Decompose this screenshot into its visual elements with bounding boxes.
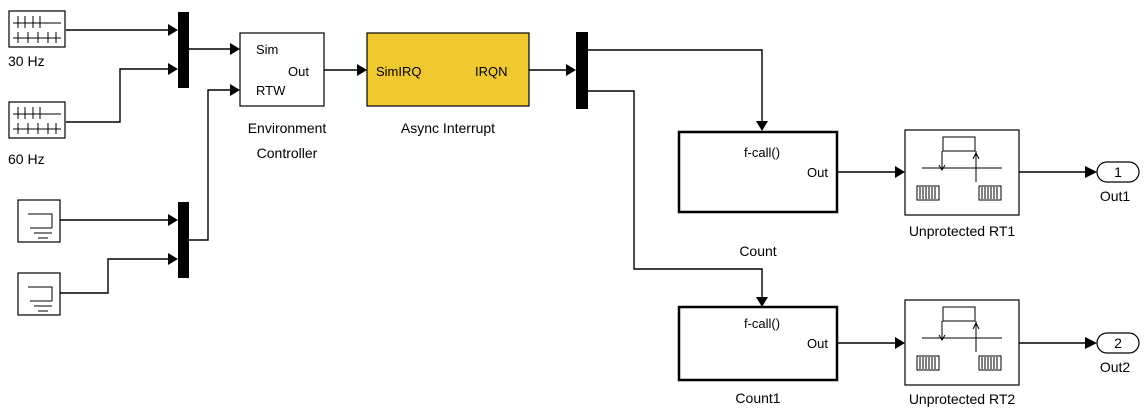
async-interrupt-label: Async Interrupt <box>401 120 495 136</box>
ground-block-2[interactable] <box>17 272 61 316</box>
clock-60hz-label: 60 Hz <box>8 151 45 167</box>
port-out-label: Out <box>288 64 309 79</box>
rate-transition-icon <box>916 306 1002 371</box>
async-interrupt-box <box>366 32 530 107</box>
port-rtw-label: RTW <box>256 83 286 98</box>
wire-60hz-to-mux <box>66 68 168 123</box>
outport-2-shape <box>1096 332 1140 354</box>
arrow <box>1085 166 1097 178</box>
count1-trigger-label: f-call() <box>744 316 780 331</box>
rate-transition-rt1-block[interactable]: Unprotected RT1 <box>904 129 1020 239</box>
outport-2-block[interactable]: 2 Out2 <box>1096 332 1140 375</box>
mux-bar-1[interactable] <box>178 12 189 88</box>
port-irqn-label: IRQN <box>475 64 508 79</box>
pulse-source-icon <box>8 10 66 48</box>
env-controller-box <box>239 32 325 107</box>
async-interrupt-block[interactable]: SimIRQ IRQN Async Interrupt <box>366 32 530 136</box>
arrow <box>230 84 240 96</box>
arrow <box>566 64 576 76</box>
arrow <box>895 337 905 349</box>
pulse-source-icon <box>8 101 66 139</box>
rate-transition-icon <box>916 136 1002 201</box>
mux-bar-2[interactable] <box>178 202 189 278</box>
outport-1-shape <box>1096 161 1140 183</box>
rate-transition-rt2-block[interactable]: Unprotected RT2 <box>904 299 1020 407</box>
port-simirq-label: SimIRQ <box>376 64 422 79</box>
outport-1-label: Out1 <box>1100 188 1131 204</box>
arrow <box>168 24 178 36</box>
arrow <box>1085 337 1097 349</box>
arrow <box>168 253 178 265</box>
count-box <box>677 130 839 214</box>
wire-demux-to-count <box>588 49 763 121</box>
outport-1-number: 1 <box>1114 164 1122 180</box>
signal-lines <box>60 24 1097 349</box>
count-block[interactable]: f-call() Out Count <box>677 130 839 259</box>
arrow <box>357 64 367 76</box>
outport-1-block[interactable]: 1 Out1 <box>1096 161 1140 204</box>
rt2-label: Unprotected RT2 <box>909 391 1016 407</box>
count1-label: Count1 <box>735 390 780 406</box>
clock-60hz-block[interactable]: 60 Hz <box>8 101 66 167</box>
count-out-label: Out <box>807 165 828 180</box>
ground-icon <box>17 199 61 243</box>
count1-block[interactable]: f-call() Out Count1 <box>677 305 839 406</box>
ground-block-1[interactable] <box>17 199 61 243</box>
arrow <box>895 166 905 178</box>
outport-2-label: Out2 <box>1100 359 1131 375</box>
env-controller-label-line2: Controller <box>257 145 318 161</box>
outport-2-number: 2 <box>1114 335 1122 351</box>
ground-icon <box>17 272 61 316</box>
count1-out-label: Out <box>807 336 828 351</box>
clock-30hz-label: 30 Hz <box>8 53 45 69</box>
environment-controller-block[interactable]: Sim Out RTW Environment Controller <box>239 32 327 161</box>
wire-mux-to-rtw <box>189 89 230 241</box>
demux-bar[interactable] <box>576 32 588 109</box>
count1-box <box>677 305 839 382</box>
rt1-label: Unprotected RT1 <box>909 223 1016 239</box>
arrow <box>756 297 768 307</box>
arrow <box>756 121 768 131</box>
count-label: Count <box>739 243 776 259</box>
wire-ground2-to-mux <box>60 258 168 294</box>
arrow <box>230 43 240 55</box>
env-controller-label-line1: Environment <box>248 120 327 136</box>
count-trigger-label: f-call() <box>744 145 780 160</box>
arrow <box>168 214 178 226</box>
wire-demux-to-count1 <box>588 90 763 297</box>
port-sim-label: Sim <box>256 42 278 57</box>
clock-30hz-block[interactable]: 30 Hz <box>8 10 66 69</box>
arrow <box>168 63 178 75</box>
